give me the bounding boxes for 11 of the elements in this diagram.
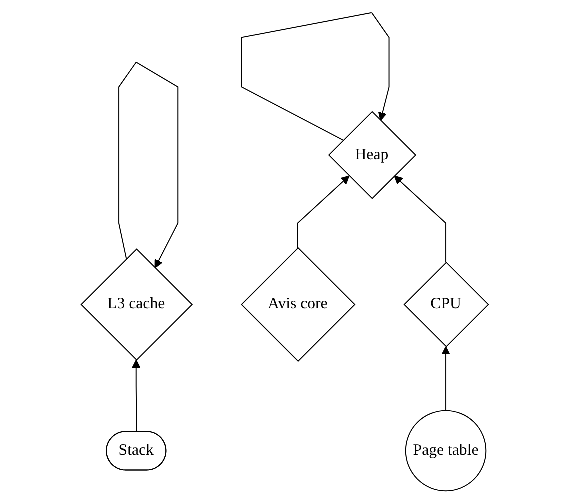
node-circle: Page table [405, 410, 487, 492]
node-diamond: Heap [328, 111, 417, 200]
node-diamond: L3 cache [80, 248, 194, 361]
arrow [394, 176, 447, 264]
node-diamond: Avis core [241, 247, 356, 362]
arrow [118, 62, 179, 268]
arrow [442, 346, 450, 412]
arrow [241, 12, 390, 141]
arrow [297, 176, 350, 249]
arrow [132, 360, 141, 433]
node-diamond: CPU [404, 262, 490, 348]
